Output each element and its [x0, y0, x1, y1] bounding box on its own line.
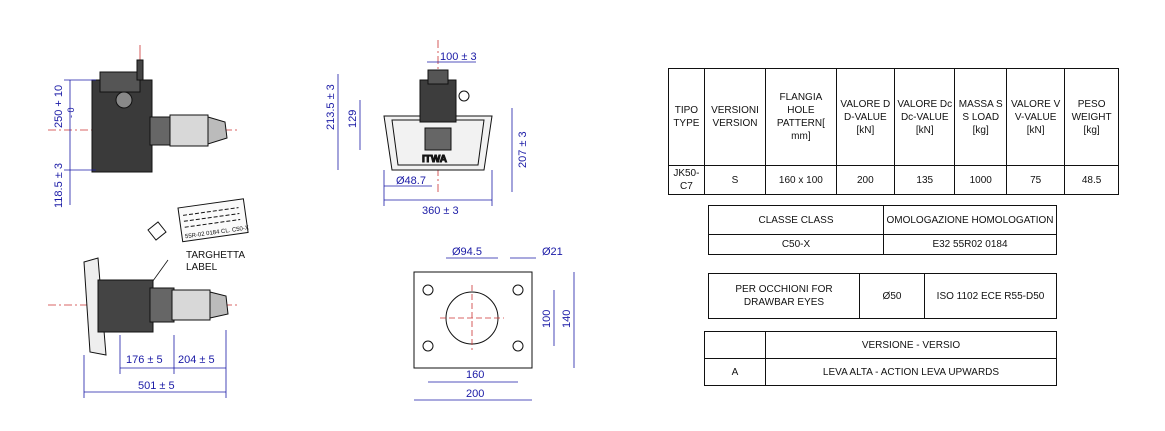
- th-dc-value: VALORE Dc Dc-VALUE [kN]: [894, 68, 956, 166]
- dimensions-front: [337, 61, 513, 206]
- dim-d-94: Ø94.5: [452, 246, 482, 258]
- drawbar-eye-standard: ISO 1102 ECE R55-D50: [924, 273, 1057, 319]
- th-weight: PESO WEIGHT [kg]: [1064, 68, 1119, 166]
- th-s-load: MASSA S S LOAD [kg]: [954, 68, 1008, 166]
- td-d-value: 200: [835, 165, 896, 195]
- version-description: LEVA ALTA - ACTION LEVA UPWARDS: [765, 358, 1057, 386]
- td-s-load: 1000: [954, 165, 1008, 195]
- version-header-blank: [704, 331, 766, 359]
- td-weight: 48.5: [1064, 165, 1119, 195]
- td-v-value: 75: [1006, 165, 1066, 195]
- dimensions-flange: [414, 257, 575, 401]
- label-marker: [147, 221, 167, 241]
- side-view-top: [48, 45, 240, 173]
- th-d-value: VALORE D D-VALUE [kN]: [835, 68, 896, 166]
- spec-table: TIPO TYPE VERSIONI VERSION FLANGIA HOLE …: [668, 68, 1119, 195]
- td-dc-value: 135: [894, 165, 956, 195]
- class-value: C50-X: [708, 234, 884, 255]
- label-plate-icon: 55R-02 0184 CL. C50-X: [177, 198, 249, 243]
- th-type: TIPO TYPE: [668, 68, 705, 166]
- dimensions-side-top: [64, 79, 96, 205]
- version-table: VERSIONE - VERSIO A LEVA ALTA - ACTION L…: [704, 331, 1057, 386]
- version-code: A: [704, 358, 766, 386]
- th-v-value: VALORE V V-VALUE [kN]: [1006, 68, 1066, 166]
- td-type: JK50-C7: [668, 165, 705, 195]
- dim-w-360: 360 ± 3: [422, 205, 459, 217]
- homologation-value: E32 55R02 0184: [883, 234, 1057, 255]
- drawbar-eye-table: PER OCCHIONI FOR DRAWBAR EYES Ø50 ISO 11…: [708, 273, 1057, 319]
- drawbar-eye-diameter: Ø50: [859, 273, 925, 319]
- dim-w-176: 176 ± 5: [126, 354, 163, 366]
- td-version: S: [703, 165, 767, 195]
- dim-height-118: 118.5 ± 3: [53, 163, 65, 208]
- dimensions-side-bottom: [83, 330, 227, 398]
- side-view-bottom: [48, 257, 240, 356]
- label-label: LABEL: [186, 262, 218, 273]
- dim-height-250: 250 + 10: [53, 85, 65, 128]
- dim-top-100: 100 ± 3: [440, 51, 477, 63]
- flange-view: [413, 271, 533, 369]
- td-hole-pattern: 160 x 100: [765, 165, 837, 195]
- class-table: CLASSE CLASS OMOLOGAZIONE HOMOLOGATION C…: [708, 205, 1057, 255]
- homologation-header: OMOLOGAZIONE HOMOLOGATION: [883, 205, 1057, 235]
- dim-h-129: 129: [347, 110, 359, 128]
- dim-h-213: 213.5 ± 3: [325, 84, 337, 130]
- dim-d-48: Ø48.7: [396, 175, 426, 187]
- dim-d-21: Ø21: [542, 246, 563, 258]
- dim-h-100: 100: [541, 310, 553, 328]
- version-header: VERSIONE - VERSIO: [765, 331, 1057, 359]
- th-hole-pattern: FLANGIA HOLE PATTERN[ mm]: [765, 68, 837, 166]
- dim-height-250-tol: - 0: [66, 107, 76, 118]
- dim-w-204: 204 ± 5: [178, 354, 215, 366]
- technical-drawing: 250 + 10 - 0 118.5 ± 3 ITWA 100 ± 3 213.…: [48, 40, 575, 401]
- dim-w-160: 160: [466, 369, 484, 381]
- dim-w-501: 501 ± 5: [138, 380, 175, 392]
- dim-h-140: 140: [561, 310, 573, 328]
- th-version: VERSIONI VERSION: [703, 68, 767, 166]
- class-header: CLASSE CLASS: [708, 205, 884, 235]
- drawbar-eye-label: PER OCCHIONI FOR DRAWBAR EYES: [708, 273, 860, 319]
- dim-w-200: 200: [466, 388, 484, 400]
- dim-h-207: 207 ± 3: [517, 131, 529, 168]
- brand-text: ITWA: [422, 154, 447, 165]
- label-targhetta: TARGHETTA: [186, 250, 245, 261]
- front-view: ITWA: [383, 40, 493, 192]
